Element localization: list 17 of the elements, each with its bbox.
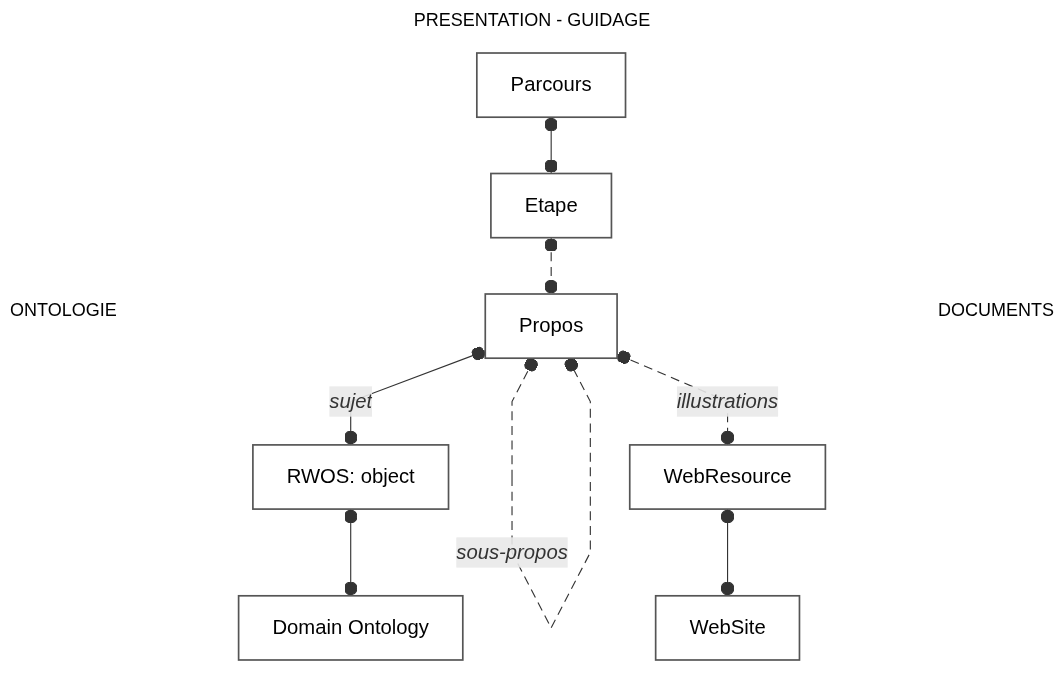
node-box: Propos <box>484 293 618 360</box>
node-box: Domain Ontology <box>237 594 464 661</box>
connector <box>343 508 358 597</box>
node-box: WebResource <box>628 444 827 510</box>
connector <box>720 508 735 597</box>
region-label: ONTOLOGIE <box>10 300 117 321</box>
connector <box>544 116 558 175</box>
node-box: Etape <box>490 172 613 239</box>
connector <box>544 237 558 295</box>
edge-label: sujet <box>329 389 373 413</box>
edge-label: sous-propos <box>456 540 568 564</box>
edge-label: illustrations <box>676 389 779 413</box>
diagram-title: PRESENTATION - GUIDAGE <box>412 10 652 31</box>
region-label: DOCUMENTS <box>938 300 1054 321</box>
node-box: WebSite <box>654 594 801 661</box>
node-box: Parcours <box>476 52 627 119</box>
node-box: RWOS: object <box>252 444 450 510</box>
